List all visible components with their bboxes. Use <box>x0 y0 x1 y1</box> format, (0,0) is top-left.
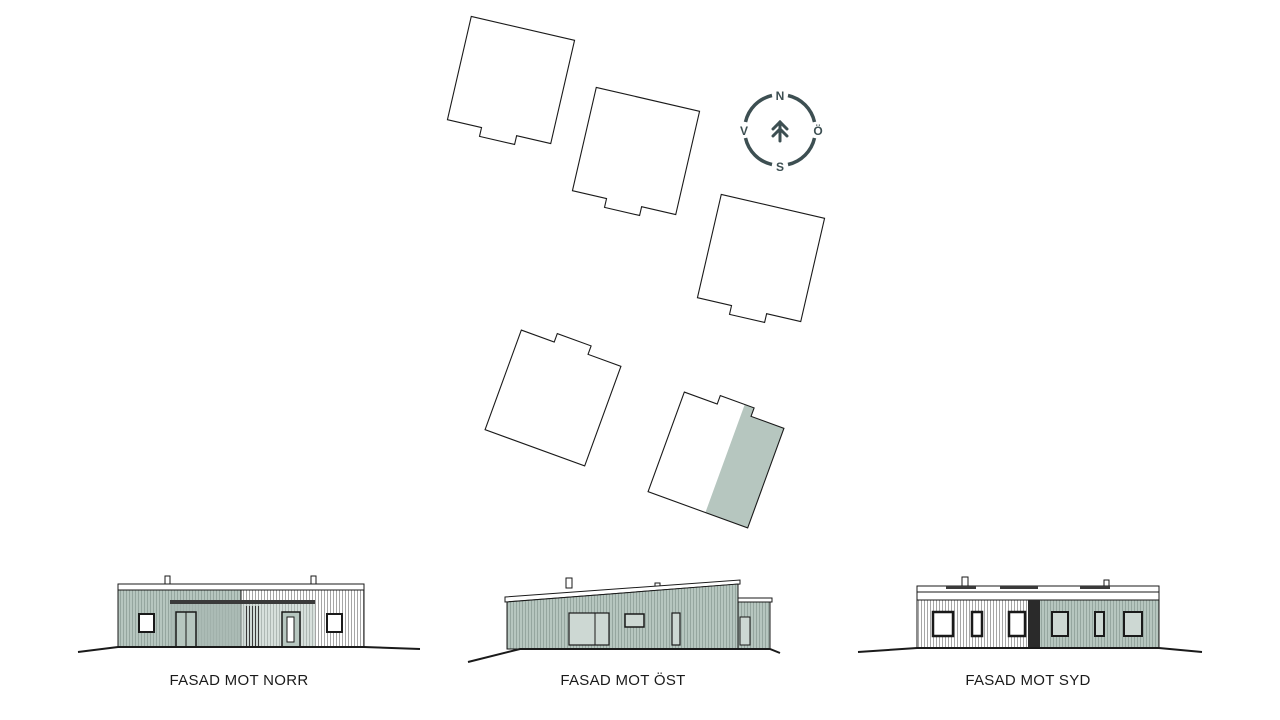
elevation-south <box>857 576 1203 653</box>
elevation-label-east: FASAD MOT ÖST <box>560 672 686 689</box>
house-footprint-3 <box>694 193 826 331</box>
elevation-east <box>467 577 781 663</box>
elevation-label-north: FASAD MOT NORR <box>169 672 309 689</box>
elevation-label-south: FASAD MOT SYD <box>965 672 1091 689</box>
tree-arrow-icon <box>771 119 789 143</box>
elevation-north <box>77 575 421 653</box>
compass-east-label: Ö <box>813 123 822 138</box>
compass-west-label: V <box>740 124 748 138</box>
house-footprint-4 <box>484 321 625 467</box>
compass-south-label: S <box>776 160 784 174</box>
compass-icon <box>743 93 817 167</box>
house-footprint-5-highlighted <box>647 383 788 529</box>
house-footprint-1 <box>444 15 576 153</box>
compass-north-label: N <box>776 89 785 103</box>
house-footprint-2 <box>569 86 701 224</box>
